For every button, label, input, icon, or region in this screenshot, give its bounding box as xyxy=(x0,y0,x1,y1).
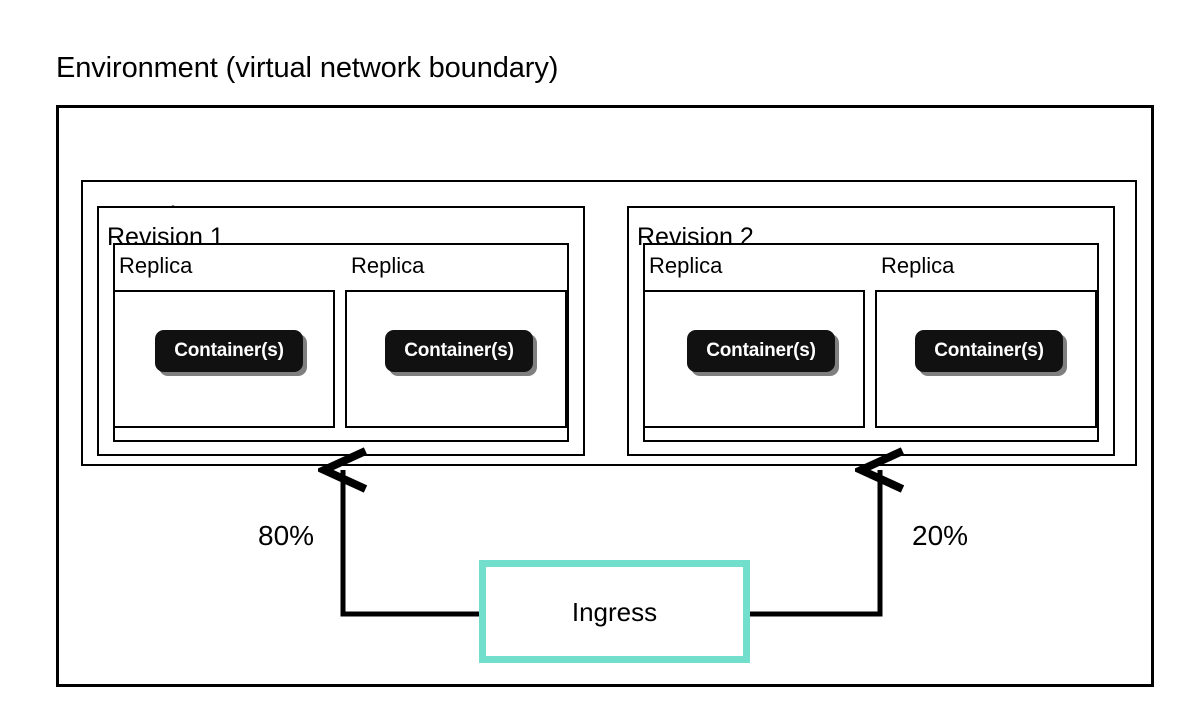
traffic-weight-revision-2: 20% xyxy=(912,520,969,551)
ingress-box: Ingress xyxy=(479,560,750,663)
ingress-label: Ingress xyxy=(571,596,658,627)
revision-2-replica-2-label: Replica xyxy=(881,253,955,278)
revision-2-replica-2-container-chip: Container(s) xyxy=(915,330,1063,372)
traffic-weight-revision-1: 80% xyxy=(258,520,315,551)
revision-1-replica-1-container-chip: Container(s) xyxy=(155,330,303,372)
revision-1-replica-2-container-chip: Container(s) xyxy=(385,330,533,372)
revision-1-replica-2-label: Replica xyxy=(351,253,425,278)
revision-2-replica-1-label: Replica xyxy=(649,253,723,278)
environment-title: Environment (virtual network boundary) xyxy=(56,52,559,84)
revision-1-replica-1-label: Replica xyxy=(119,253,193,278)
revision-2-replica-1-container-chip: Container(s) xyxy=(687,330,835,372)
